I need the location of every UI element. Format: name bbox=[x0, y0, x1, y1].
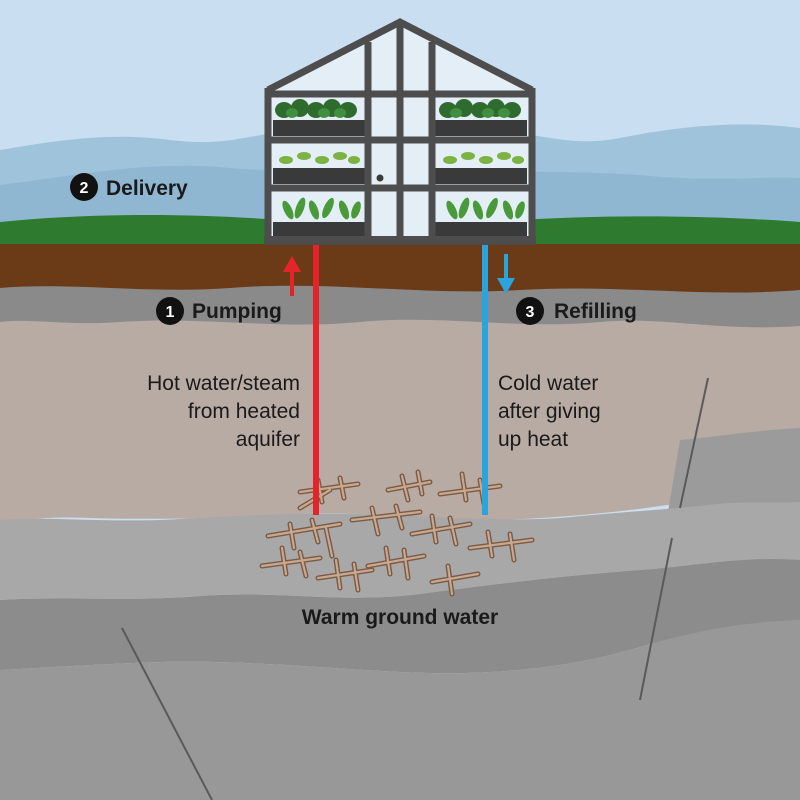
fracture-network bbox=[259, 469, 535, 597]
step-pumping: 1 Pumping bbox=[156, 297, 282, 325]
step-badge bbox=[156, 297, 184, 325]
step-number: 2 bbox=[80, 180, 89, 197]
soil-layer bbox=[0, 244, 800, 295]
step-label: Refilling bbox=[554, 300, 637, 323]
greenhouse bbox=[264, 18, 536, 245]
heated-aquifer-layer bbox=[0, 319, 800, 522]
step-number: 3 bbox=[526, 304, 535, 321]
cold-water-label: Cold water after giving up heat bbox=[498, 372, 601, 451]
hot-water-label-line: Hot water/steam bbox=[147, 372, 300, 395]
cold-water-label-line: Cold water bbox=[498, 372, 598, 395]
step-label: Pumping bbox=[192, 300, 282, 323]
upper-rock-layer bbox=[0, 285, 800, 332]
cold-water-label-line: up heat bbox=[498, 428, 568, 451]
door-handle bbox=[376, 174, 384, 182]
fault-line-left bbox=[121, 627, 213, 800]
fault-line-right-upper bbox=[679, 377, 709, 509]
lower-rock-band bbox=[0, 559, 800, 674]
plant-shelves bbox=[273, 99, 527, 238]
hot-water-label-line: from heated bbox=[188, 400, 300, 423]
up-arrow-icon bbox=[283, 256, 301, 296]
step-refilling: 3 Refilling bbox=[516, 297, 637, 325]
down-arrow-icon bbox=[497, 254, 515, 294]
step-number: 1 bbox=[166, 304, 175, 321]
hot-water-label-line: aquifer bbox=[236, 428, 300, 451]
fault-line-right-lower bbox=[639, 537, 673, 701]
step-badge bbox=[70, 173, 98, 201]
cold-water-label-line: after giving bbox=[498, 400, 601, 423]
step-delivery: 2 Delivery bbox=[70, 173, 188, 201]
bedrock-layer bbox=[0, 620, 800, 800]
warm-ground-water-label: Warm ground water bbox=[302, 606, 498, 629]
hot-water-label: Hot water/steam from heated aquifer bbox=[147, 372, 300, 451]
step-label: Delivery bbox=[106, 177, 188, 200]
middle-rock-layer bbox=[0, 502, 800, 600]
step-badge bbox=[516, 297, 544, 325]
